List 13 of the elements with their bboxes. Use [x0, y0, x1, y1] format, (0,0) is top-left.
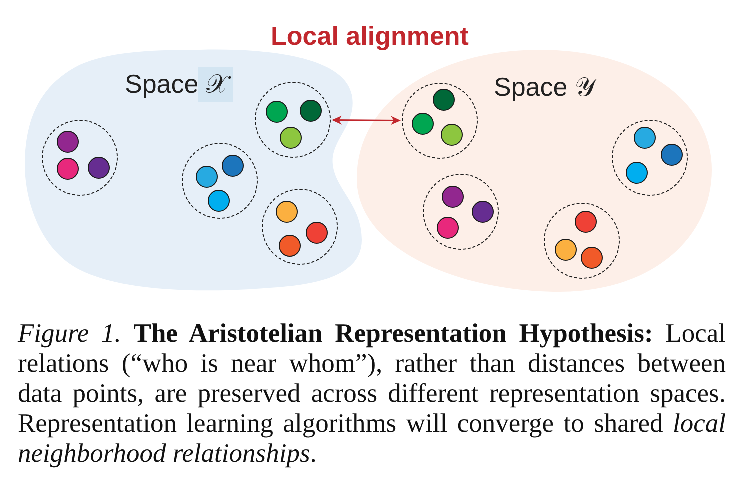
- figure-caption: Figure 1. The Aristotelian Representation Hypothesis: Local relations (“who is near whom”), rather than distances between data points, are preserved across different representation spaces. Representation learning algorithms will converge to shared local neighborhood relationships.: [18, 318, 726, 468]
- cluster-circle: [612, 120, 688, 196]
- diagram-title: Local alignment: [271, 21, 469, 51]
- cluster-circle: [42, 120, 118, 196]
- cluster-circle: [255, 82, 331, 158]
- cluster-circle: [262, 189, 338, 265]
- cluster-circle: [182, 143, 258, 219]
- double-arrow: [332, 116, 401, 126]
- space-label: Space 𝒴: [494, 72, 595, 102]
- cluster-circle: [402, 83, 478, 159]
- cluster-circle: [423, 174, 499, 250]
- cluster-circle: [544, 203, 620, 279]
- space-label: Space 𝒳: [125, 67, 233, 102]
